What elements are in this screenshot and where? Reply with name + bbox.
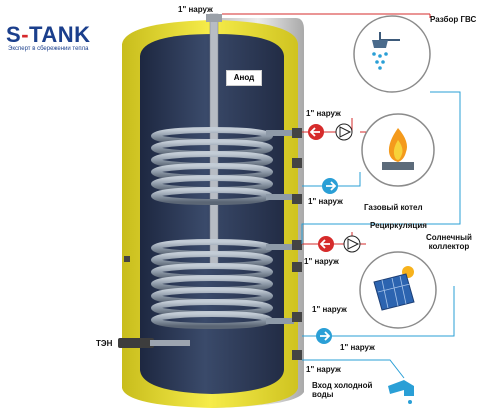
shower-icon (372, 32, 400, 70)
label-dhw: Разбор ГВС (430, 15, 477, 24)
connection-nozzles (124, 128, 302, 360)
label-solar-line2: коллектор (428, 241, 470, 251)
label-bottom-out: 1" наруж (340, 343, 375, 352)
arrow-right-icon (322, 178, 338, 194)
return-lines (301, 91, 461, 379)
label-solar-collector: Солнечный коллектор (426, 233, 472, 252)
label-recirculation: Рециркуляция (370, 221, 427, 230)
lower-coil (151, 239, 294, 329)
logo-wordmark: S-TANK (6, 22, 91, 47)
label-coil1-out: 1" наруж (306, 109, 341, 118)
label-cold-water-line2: воды (312, 389, 334, 399)
label-bottom-in: 1" наруж (306, 365, 341, 374)
label-coil1-in: 1" наруж (308, 197, 343, 206)
logo-tagline: Эксперт в сбережении тепла (8, 46, 89, 52)
solar-panel-icon (373, 266, 415, 311)
label-coil2-out: 1" наруж (304, 257, 339, 266)
label-heater: ТЭН (96, 339, 113, 348)
arrow-left-icon (308, 124, 324, 140)
faucet-icon (388, 380, 414, 404)
label-cold-water-line1: Вход холодной (312, 381, 373, 390)
label-gas-boiler: Газовый котел (364, 203, 423, 212)
arrow-left-icon (318, 236, 334, 252)
label-cold-water: Вход холодной воды (312, 381, 373, 400)
pump-icon (343, 235, 361, 253)
upper-coil (151, 127, 294, 205)
label-top-connection: 1" наруж (178, 5, 213, 14)
arrow-right-icon (316, 328, 332, 344)
dhw-device (353, 15, 431, 93)
label-solar-line1: Солнечный (426, 233, 472, 242)
gas-flame-icon (382, 128, 414, 170)
heater-element (118, 338, 190, 348)
label-anode: Анод (226, 70, 262, 86)
label-coil2-in: 1" наруж (312, 305, 347, 314)
brand-logo: S-TANK Эксперт в сбережении тепла (4, 22, 100, 56)
pump-icon (335, 123, 353, 141)
